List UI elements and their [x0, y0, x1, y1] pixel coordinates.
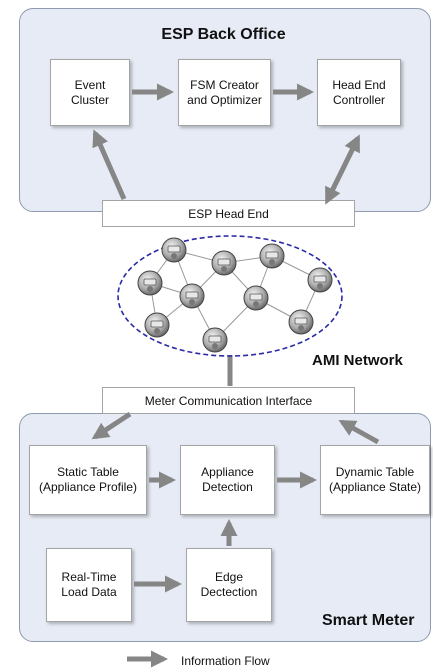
ami-network-label: AMI Network: [312, 352, 403, 369]
event-cluster-line-2: Cluster: [70, 92, 109, 107]
smart-meter-nodes: [137, 237, 333, 353]
meter-icon: [137, 270, 163, 296]
arrow-controller-headend: [325, 134, 361, 205]
real-time-load-data-box: Real-Time Load Data: [46, 548, 132, 622]
dynamic-table-box: Dynamic Table (Appliance State): [320, 445, 430, 515]
meter-icon: [202, 327, 228, 353]
fsm-line-2: and Optimizer: [187, 92, 262, 107]
event-cluster-line-1: Event: [74, 77, 106, 92]
meter-icon: [288, 309, 314, 335]
arrow-headend-to-event: [92, 129, 127, 201]
realtime-line-1: Real-Time: [61, 570, 117, 584]
static-table-line-2: (Appliance Profile): [38, 480, 138, 494]
meter-icon: [144, 312, 170, 338]
smart-meter-title: Smart Meter: [322, 612, 415, 629]
appliance-detection-line-2: Detection: [202, 480, 253, 494]
meter-icon: [307, 267, 333, 293]
head-end-controller-box: Head End Controller: [317, 59, 401, 126]
ami-network-ring: [117, 235, 343, 357]
edge-detection-box: Edge Dectection: [186, 548, 272, 622]
static-table-line-1: Static Table: [57, 465, 119, 479]
meter-communication-interface-bar: Meter Communication Interface: [102, 387, 355, 414]
static-table-box: Static Table (Appliance Profile): [29, 445, 147, 515]
meter-icon: [243, 285, 269, 311]
realtime-line-2: Load Data: [61, 585, 117, 599]
meter-icon: [259, 243, 285, 269]
fsm-line-1: FSM Creator: [190, 77, 259, 92]
meter-icon: [211, 250, 237, 276]
hec-line-2: Controller: [332, 92, 386, 107]
fsm-creator-box: FSM Creator and Optimizer: [178, 59, 271, 126]
information-flow-legend-label: Information Flow: [181, 654, 270, 668]
event-cluster-box: Event Cluster: [50, 59, 130, 126]
meter-icon: [179, 283, 205, 309]
hec-line-1: Head End: [332, 77, 386, 92]
appliance-detection-line-1: Appliance: [201, 465, 254, 479]
appliance-detection-box: Appliance Detection: [180, 445, 275, 515]
edge-line-1: Edge: [214, 570, 244, 584]
meter-icon: [161, 237, 187, 263]
dynamic-table-line-2: (Appliance State): [328, 480, 422, 494]
arrow-interface-to-static: [91, 411, 132, 440]
dynamic-table-line-1: Dynamic Table: [335, 465, 415, 479]
esp-back-office-title: ESP Back Office: [161, 26, 286, 43]
edge-line-2: Dectection: [200, 585, 258, 599]
arrow-dynamic-to-interface: [338, 419, 380, 445]
esp-head-end-bar: ESP Head End: [102, 200, 355, 227]
